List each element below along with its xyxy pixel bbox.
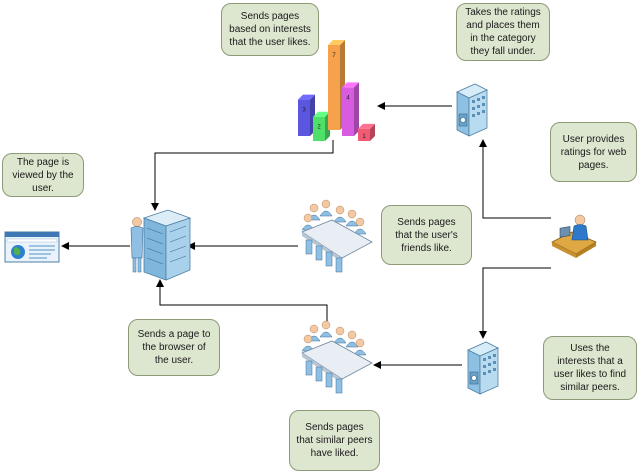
note-viewed: The page is viewed by the user. [2,153,84,197]
arrow-user-to-ratings-building [479,139,551,219]
chart-bar-label: 2 [317,125,321,131]
note-sends-interests: Sends pages based on interests that the … [221,3,319,56]
web-server-icon [130,209,192,281]
chart-bar-label: 1 [362,134,366,140]
arrow-peers-to-server [156,279,328,322]
user-at-desk-icon [551,214,597,258]
arrow-user-to-interests-building [479,267,551,339]
chart-bar-2: 2 [313,111,330,141]
note-uses-interests: Uses the interests that a user likes to … [543,336,637,400]
interests-building-icon [467,341,499,395]
note-user-provides: User provides ratings for web pages. [550,122,637,182]
friends-group-icon [301,199,373,273]
chart-bar-1: 3 [298,94,315,136]
chart-bar-label: 4 [346,95,350,101]
note-takes-ratings: Takes the ratings and places them in the… [456,3,550,61]
chart-bar-4: 4 [342,82,359,136]
browser-window-icon [4,231,60,263]
chart-bar-5: 1 [358,123,375,141]
note-similar-peers: Sends pages that similar peers have like… [289,410,380,471]
chart-bar-label: 3 [302,108,306,114]
ratings-building-icon [456,83,488,137]
chart-bar-3: 7 [328,40,345,130]
chart-bar-label: 7 [332,53,336,59]
arrow-chart-to-server [151,140,334,211]
note-send-browser: Sends a page to the browser of the user. [128,319,220,376]
peers-group-icon [301,320,373,394]
bar-chart: 3 2 7 4 1 [298,40,375,141]
note-friends: Sends pages that the user's friends like… [381,205,472,265]
